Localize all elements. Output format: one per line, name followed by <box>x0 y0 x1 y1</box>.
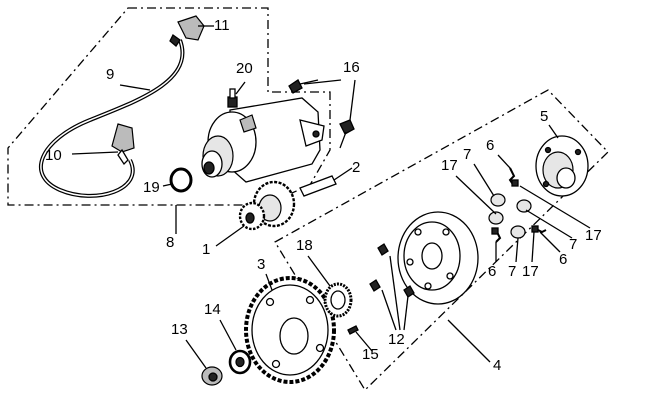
callout-7c: 7 <box>569 236 577 253</box>
clutch-outer-plate <box>535 135 589 197</box>
starter-cable-inner <box>40 39 184 197</box>
callout-2: 2 <box>352 159 360 176</box>
callout-17b: 17 <box>522 263 539 280</box>
callout-10: 10 <box>45 147 62 164</box>
callout-7a: 7 <box>463 146 471 163</box>
callout-16: 16 <box>343 59 360 76</box>
callout-1: 1 <box>202 241 210 258</box>
callout-15: 15 <box>362 346 379 363</box>
callout-8: 8 <box>166 234 174 251</box>
callout-7b: 7 <box>508 263 516 280</box>
callout-20: 20 <box>236 60 253 77</box>
callout-17c: 17 <box>585 227 602 244</box>
idle-shaft <box>299 175 337 197</box>
o-ring <box>169 167 193 193</box>
callout-6a: 6 <box>486 137 494 154</box>
washer <box>228 349 252 375</box>
terminal-boot <box>111 123 135 166</box>
callout-18: 18 <box>296 237 313 254</box>
callout-4: 4 <box>493 357 501 374</box>
clutch-caps <box>491 179 539 235</box>
callout-19: 19 <box>143 179 160 196</box>
callout-5: 5 <box>540 108 548 125</box>
cable-cap <box>169 15 205 47</box>
callout-6c: 6 <box>559 251 567 268</box>
nut <box>201 366 223 386</box>
starter-cable <box>39 39 185 198</box>
key-pin <box>347 325 359 335</box>
mounting-bolts <box>288 79 355 149</box>
callout-13: 13 <box>171 321 188 338</box>
callout-17a: 17 <box>441 157 458 174</box>
terminal-nut <box>227 88 238 108</box>
pinion-gear <box>238 201 266 231</box>
callout-12: 12 <box>388 331 405 348</box>
callout-3: 3 <box>257 256 265 273</box>
needle-bearing <box>323 282 353 318</box>
starter-motor <box>201 97 325 183</box>
ring-gear <box>244 276 336 384</box>
clutch-rollers <box>488 193 532 239</box>
callout-11: 11 <box>214 17 230 34</box>
callout-6b: 6 <box>488 263 496 280</box>
leader-lines <box>71 25 591 369</box>
callout-14: 14 <box>204 301 221 318</box>
clutch-bolts <box>369 243 415 298</box>
callout-9: 9 <box>106 66 114 83</box>
clutch-housing <box>397 211 479 305</box>
